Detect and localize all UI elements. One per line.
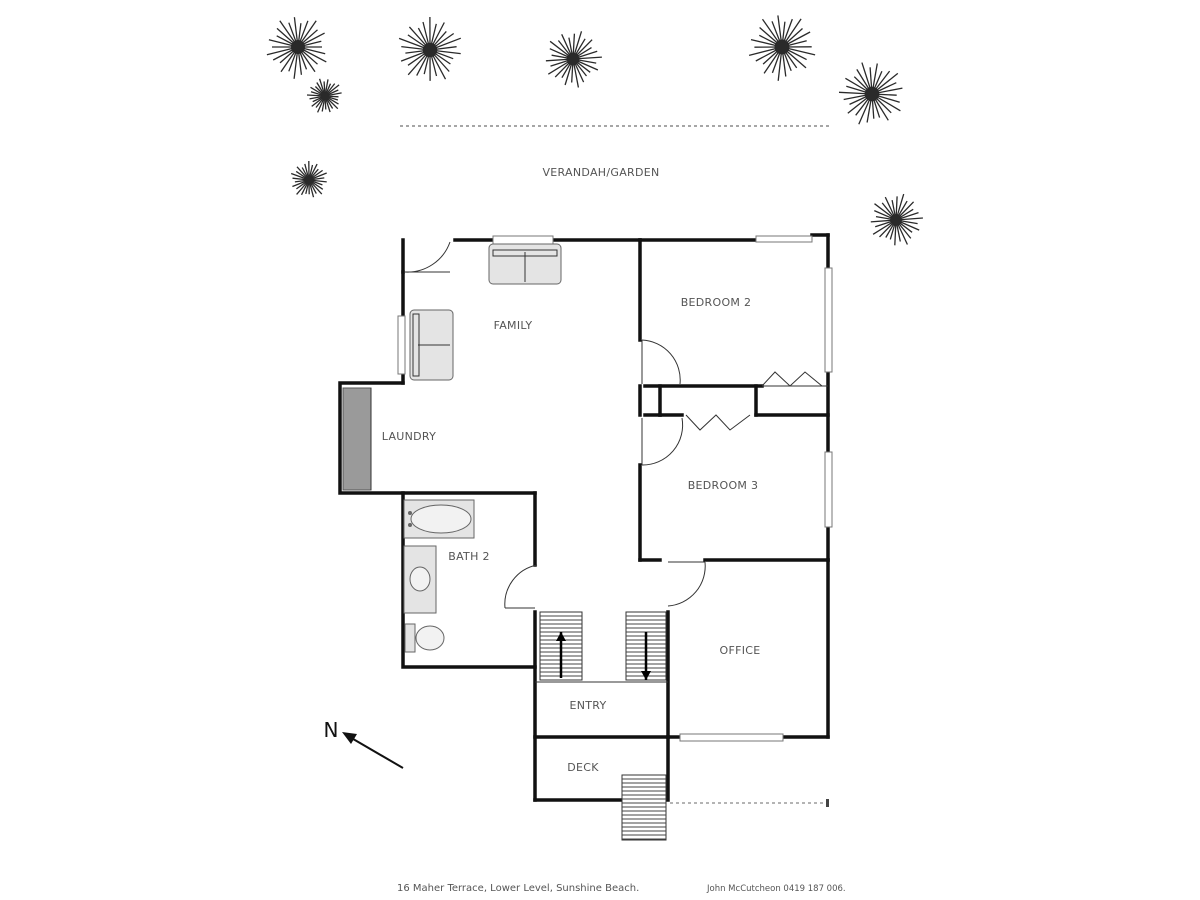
deck-stair bbox=[621, 774, 667, 841]
palm-plant-icon bbox=[398, 16, 462, 81]
verandah-garden-label: VERANDAH/GARDEN bbox=[542, 166, 659, 179]
palm-plant-icon bbox=[748, 15, 816, 81]
north-arrow-icon bbox=[342, 732, 404, 769]
walls bbox=[338, 233, 830, 802]
bathtub-basin bbox=[410, 504, 472, 534]
palm-plant-icon bbox=[838, 62, 903, 125]
palm-plant-icon bbox=[870, 193, 923, 246]
stair-arrow-icon bbox=[556, 632, 566, 678]
basin bbox=[409, 566, 431, 592]
palm-plant-icon bbox=[306, 78, 342, 113]
office-label: OFFICE bbox=[720, 644, 761, 657]
toilet bbox=[404, 623, 445, 653]
garden-plants bbox=[266, 15, 923, 246]
north-label: N bbox=[324, 718, 339, 742]
entry-label: ENTRY bbox=[569, 699, 606, 712]
deck-label: DECK bbox=[567, 761, 599, 774]
stairs bbox=[539, 611, 667, 841]
laundry-label: LAUNDRY bbox=[382, 430, 436, 443]
stair-arrow-icon bbox=[641, 632, 651, 680]
bedroom-2-label: BEDROOM 2 bbox=[681, 296, 752, 309]
doors bbox=[404, 241, 828, 609]
address-caption: 16 Maher Terrace, Lower Level, Sunshine … bbox=[397, 883, 639, 894]
palm-plant-icon bbox=[290, 160, 327, 198]
photographer-credit: John McCutcheon 0419 187 006. bbox=[706, 884, 846, 894]
palm-plant-icon bbox=[266, 17, 327, 79]
palm-plant-icon bbox=[545, 31, 602, 88]
bedroom-3-label: BEDROOM 3 bbox=[688, 479, 759, 492]
windows bbox=[397, 235, 833, 742]
family-room-label: FAMILY bbox=[494, 319, 533, 332]
bath-2-label: BATH 2 bbox=[448, 550, 490, 563]
fixtures bbox=[342, 243, 562, 653]
laundry-bench bbox=[342, 387, 372, 491]
